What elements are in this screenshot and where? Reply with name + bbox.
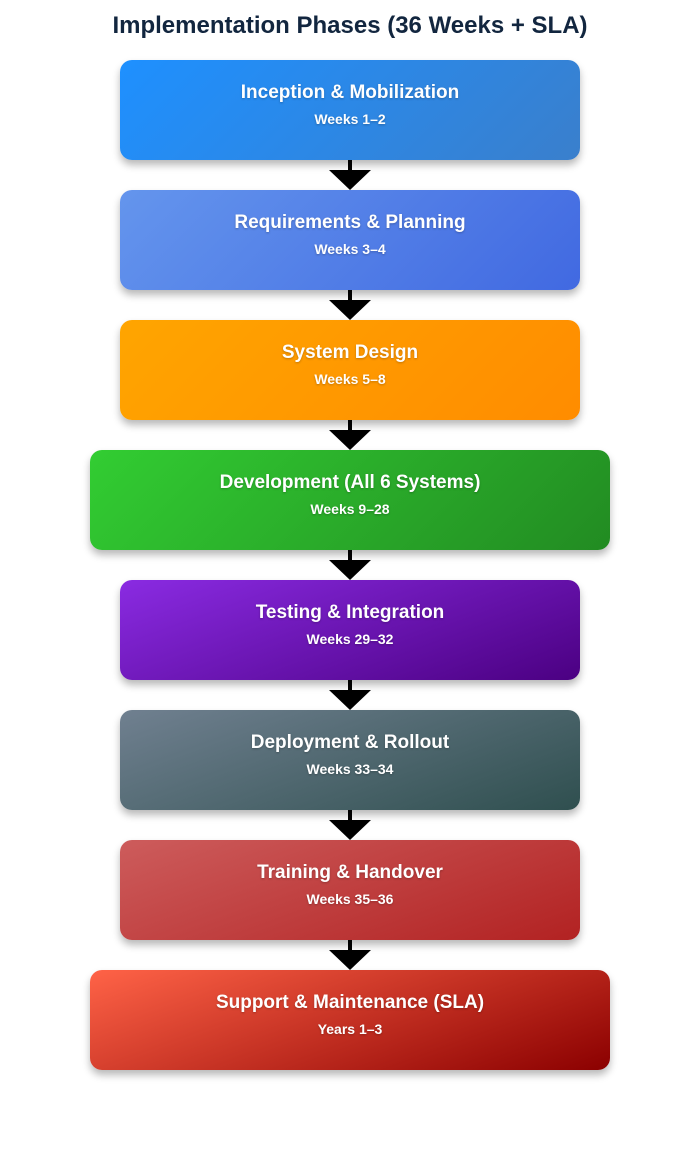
phase-name: Requirements & Planning [234, 212, 466, 233]
arrow-down-icon [329, 810, 371, 840]
phase-duration: Weeks 9–28 [310, 501, 390, 517]
phase-box-deployment: Deployment & Rollout Weeks 33–34 [120, 710, 580, 810]
phase-name: System Design [281, 342, 419, 363]
phase-duration: Weeks 35–36 [306, 891, 394, 907]
phase-name: Development (All 6 Systems) [219, 472, 481, 493]
phase-name: Deployment & Rollout [250, 732, 450, 753]
phase-name: Support & Maintenance (SLA) [215, 992, 485, 1013]
phase-box-training: Training & Handover Weeks 35–36 [120, 840, 580, 940]
phase-duration: Weeks 29–32 [306, 631, 394, 647]
phase-duration: Weeks 3–4 [314, 241, 386, 257]
phase-box-development: Development (All 6 Systems) Weeks 9–28 [90, 450, 610, 550]
phase-duration: Weeks 1–2 [314, 111, 386, 127]
arrow-down-icon [329, 420, 371, 450]
arrow-down-icon [329, 160, 371, 190]
phase-name: Training & Handover [257, 862, 443, 883]
phase-duration: Weeks 5–8 [314, 371, 386, 387]
phase-box-testing: Testing & Integration Weeks 29–32 [120, 580, 580, 680]
phase-box-inception: Inception & Mobilization Weeks 1–2 [120, 60, 580, 160]
diagram-title: Implementation Phases (36 Weeks + SLA) [112, 12, 588, 39]
phase-box-system-design: System Design Weeks 5–8 [120, 320, 580, 420]
arrow-down-icon [329, 680, 371, 710]
phase-box-requirements: Requirements & Planning Weeks 3–4 [120, 190, 580, 290]
phase-duration: Years 1–3 [317, 1021, 383, 1037]
arrow-down-icon [329, 290, 371, 320]
phase-name: Inception & Mobilization [240, 82, 460, 103]
phase-duration: Weeks 33–34 [306, 761, 394, 777]
phase-name: Testing & Integration [255, 602, 445, 623]
arrow-down-icon [329, 940, 371, 970]
arrow-down-icon [329, 550, 371, 580]
phase-box-support: Support & Maintenance (SLA) Years 1–3 [90, 970, 610, 1070]
